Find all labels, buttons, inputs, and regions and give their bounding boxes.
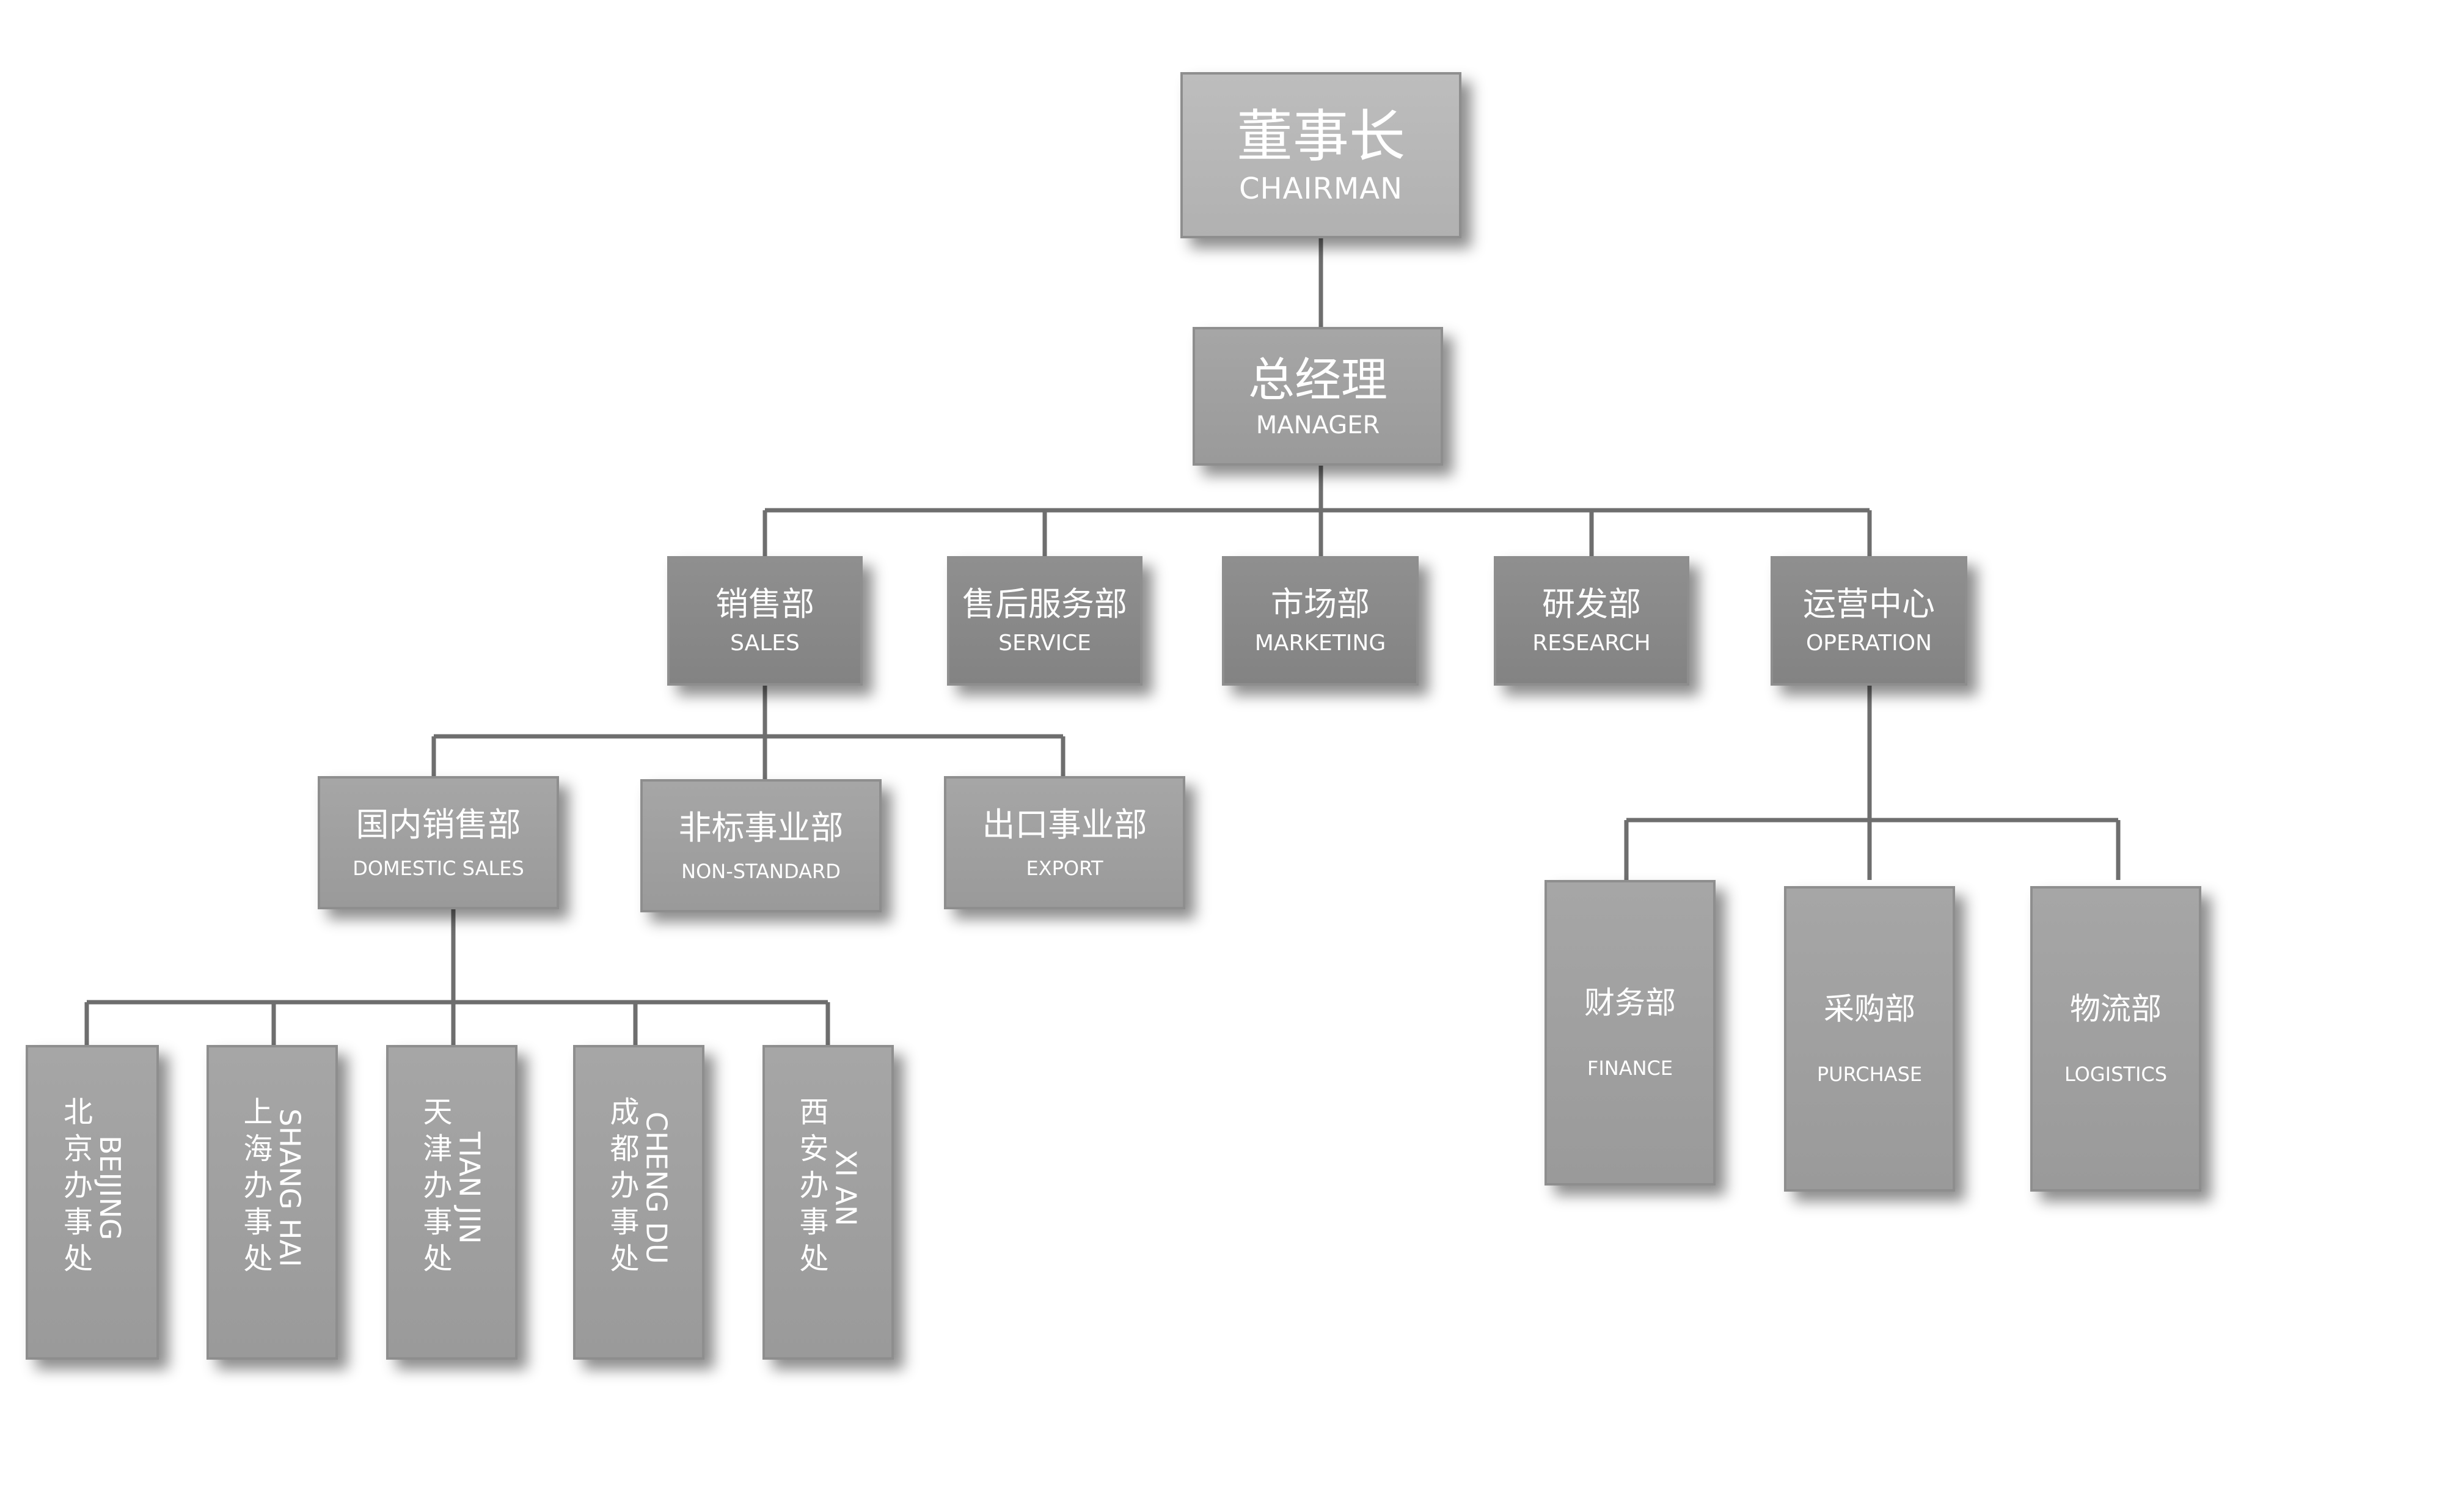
node-label-zh: 物流部: [2070, 991, 2162, 1027]
node-label-zh: 售后服务部: [962, 585, 1127, 624]
node-operation: 运营中心 OPERATION: [1771, 556, 1967, 686]
node-label-en: PURCHASE: [1816, 1063, 1923, 1087]
node-logistics: 物流部 LOGISTICS: [2030, 886, 2201, 1192]
node-label-zh: 出口事业部: [982, 805, 1147, 844]
node-label-zh: 研发部: [1542, 585, 1641, 624]
node-label-en: NON-STANDARD: [681, 859, 841, 883]
node-sales: 销售部 SALES: [667, 556, 863, 686]
node-label-en: SERVICE: [998, 631, 1091, 656]
node-chengdu-office: CHENG DU 成都办事处: [573, 1045, 704, 1360]
node-label-en: CHAIRMAN: [1238, 172, 1403, 207]
node-label-zh: 董事长: [1236, 103, 1405, 169]
node-domestic-sales: 国内销售部 DOMESTIC SALES: [318, 776, 559, 909]
node-chairman: 董事长 CHAIRMAN: [1180, 72, 1461, 238]
node-label-en: SALES: [730, 631, 800, 656]
node-finance: 财务部 FINANCE: [1545, 880, 1716, 1186]
node-export: 出口事业部 EXPORT: [944, 776, 1185, 909]
node-label-zh: 采购部: [1824, 991, 1915, 1027]
node-label-zh: 运营中心: [1803, 585, 1935, 624]
node-label-zh: 市场部: [1271, 585, 1370, 624]
node-label-en: EXPORT: [1026, 856, 1103, 880]
node-label-en: BEIJING: [93, 1135, 126, 1241]
node-purchase: 采购部 PURCHASE: [1784, 886, 1955, 1192]
node-label-en: CHENG DU: [640, 1112, 673, 1264]
node-non-standard: 非标事业部 NON-STANDARD: [640, 779, 882, 912]
node-label-zh: 非标事业部: [678, 808, 844, 847]
node-label-en: DOMESTIC SALES: [353, 856, 524, 880]
node-label-zh: 财务部: [1584, 984, 1676, 1021]
node-manager: 总经理 MANAGER: [1193, 327, 1443, 466]
node-service: 售后服务部 SERVICE: [947, 556, 1142, 686]
node-label-zh: 上海办事处: [238, 1096, 272, 1280]
node-beijing-office: BEIJING 北京办事处: [26, 1045, 159, 1360]
node-label-zh: 西安办事处: [794, 1096, 828, 1280]
node-label-zh: 总经理: [1248, 352, 1387, 407]
node-label-en: RESEARCH: [1532, 631, 1651, 656]
node-label-en: TIAN JIN: [453, 1132, 486, 1244]
node-research: 研发部 RESEARCH: [1494, 556, 1689, 686]
node-label-en: FINANCE: [1587, 1057, 1673, 1080]
node-label-en: OPERATION: [1805, 631, 1932, 656]
node-label-zh: 北京办事处: [58, 1096, 92, 1280]
node-tianjin-office: TIAN JIN 天津办事处: [386, 1045, 517, 1360]
node-label-zh: 国内销售部: [356, 805, 521, 844]
node-marketing: 市场部 MARKETING: [1222, 556, 1419, 686]
node-label-zh: 天津办事处: [417, 1096, 452, 1280]
node-label-zh: 成都办事处: [604, 1096, 639, 1280]
node-label-en: MARKETING: [1254, 631, 1386, 656]
node-label-zh: 销售部: [715, 585, 814, 624]
node-label-en: XI AN: [829, 1149, 863, 1226]
node-shanghai-office: SHANG HAI 上海办事处: [207, 1045, 338, 1360]
node-xian-office: XI AN 西安办事处: [762, 1045, 894, 1360]
node-label-en: MANAGER: [1256, 411, 1380, 440]
node-label-en: LOGISTICS: [2064, 1063, 2168, 1087]
node-label-en: SHANG HAI: [273, 1109, 307, 1267]
